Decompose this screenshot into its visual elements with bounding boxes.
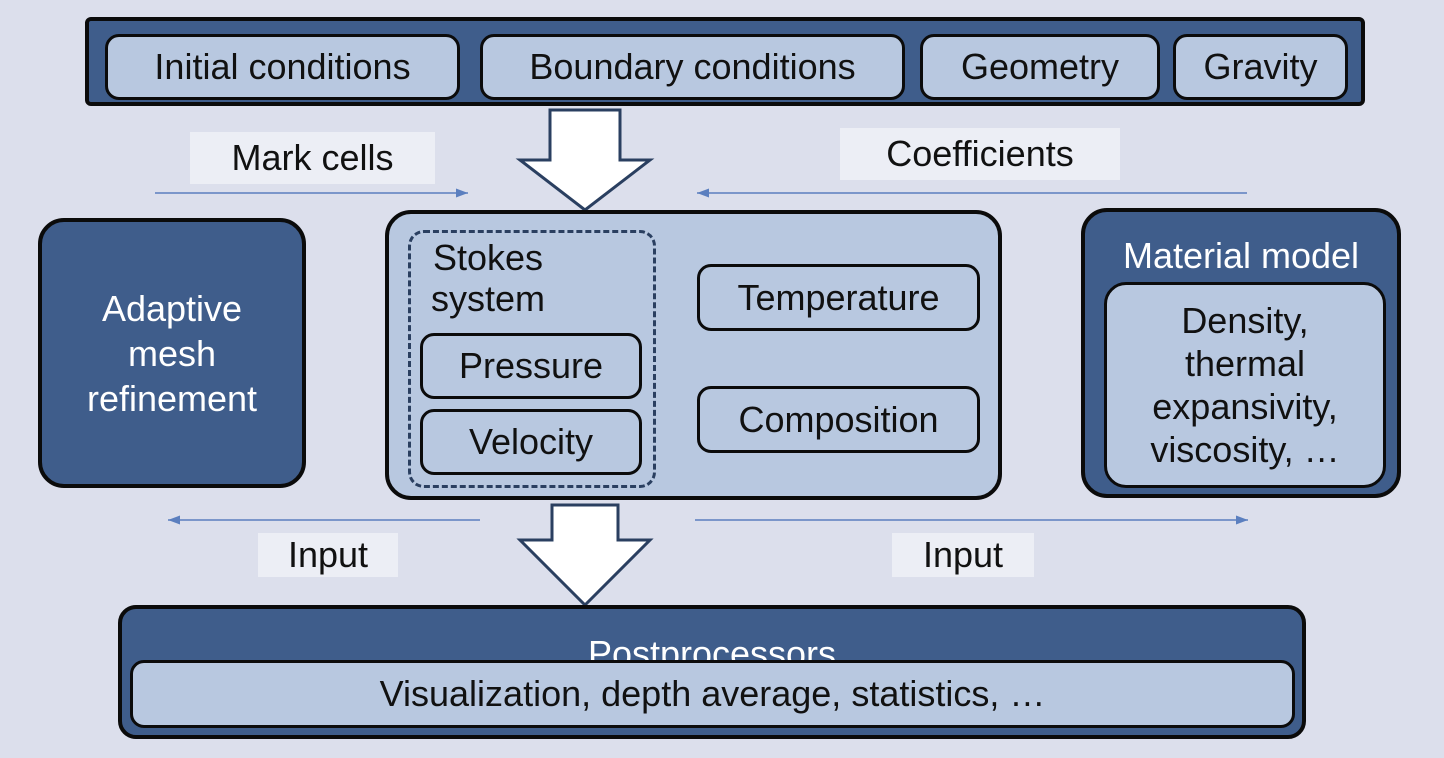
velocity-label: Velocity <box>468 421 594 463</box>
material-line-2: thermal <box>1184 342 1306 384</box>
input-left-label: Input <box>287 534 369 576</box>
amr-line-3: refinement <box>86 377 258 419</box>
geometry-label: Geometry <box>960 46 1120 88</box>
composition-label: Composition <box>738 398 939 440</box>
amr-line-2: mesh <box>127 332 217 374</box>
gravity-box: Gravity <box>1173 34 1348 100</box>
input-left-label-box: Input <box>258 533 398 577</box>
mark-cells-label-box: Mark cells <box>190 132 435 184</box>
temperature-label: Temperature <box>737 276 940 318</box>
velocity-box: Velocity <box>420 409 642 475</box>
boundary-conditions-label: Boundary conditions <box>529 46 856 88</box>
material-line-4: viscosity, … <box>1150 429 1340 471</box>
material-line-3: expansivity, <box>1152 386 1338 427</box>
stokes-system-title: Stokes system <box>408 236 568 320</box>
stokes-system-group <box>408 230 656 488</box>
pressure-label: Pressure <box>458 345 604 387</box>
stokes-title-line-2: system <box>430 278 545 319</box>
mark-cells-label: Mark cells <box>231 137 394 179</box>
material-properties-box: Density, thermal expansivity, viscosity,… <box>1104 282 1386 488</box>
input-right-label-box: Input <box>892 533 1034 577</box>
postprocessors-content-box: Visualization, depth average, statistics… <box>130 660 1295 728</box>
temperature-box: Temperature <box>697 264 980 331</box>
initial-conditions-label: Initial conditions <box>154 46 411 88</box>
initial-conditions-box: Initial conditions <box>105 34 460 100</box>
coefficients-label-box: Coefficients <box>840 128 1120 180</box>
postprocessors-content-label: Visualization, depth average, statistics… <box>379 673 1046 715</box>
pressure-box: Pressure <box>420 333 642 399</box>
gravity-label: Gravity <box>1203 46 1318 88</box>
boundary-conditions-box: Boundary conditions <box>480 34 905 100</box>
down-arrow-bottom <box>516 503 654 608</box>
input-right-label: Input <box>922 534 1004 576</box>
adaptive-mesh-refinement-box: Adaptive mesh refinement <box>38 218 306 488</box>
amr-line-1: Adaptive <box>101 287 243 329</box>
down-arrow-top <box>515 108 655 212</box>
coefficients-label: Coefficients <box>886 133 1074 175</box>
geometry-box: Geometry <box>920 34 1160 100</box>
material-line-1: Density, <box>1181 299 1309 341</box>
stokes-title-line-1: Stokes <box>432 236 544 278</box>
material-model-title: Material model <box>1122 234 1360 276</box>
composition-box: Composition <box>697 386 980 453</box>
